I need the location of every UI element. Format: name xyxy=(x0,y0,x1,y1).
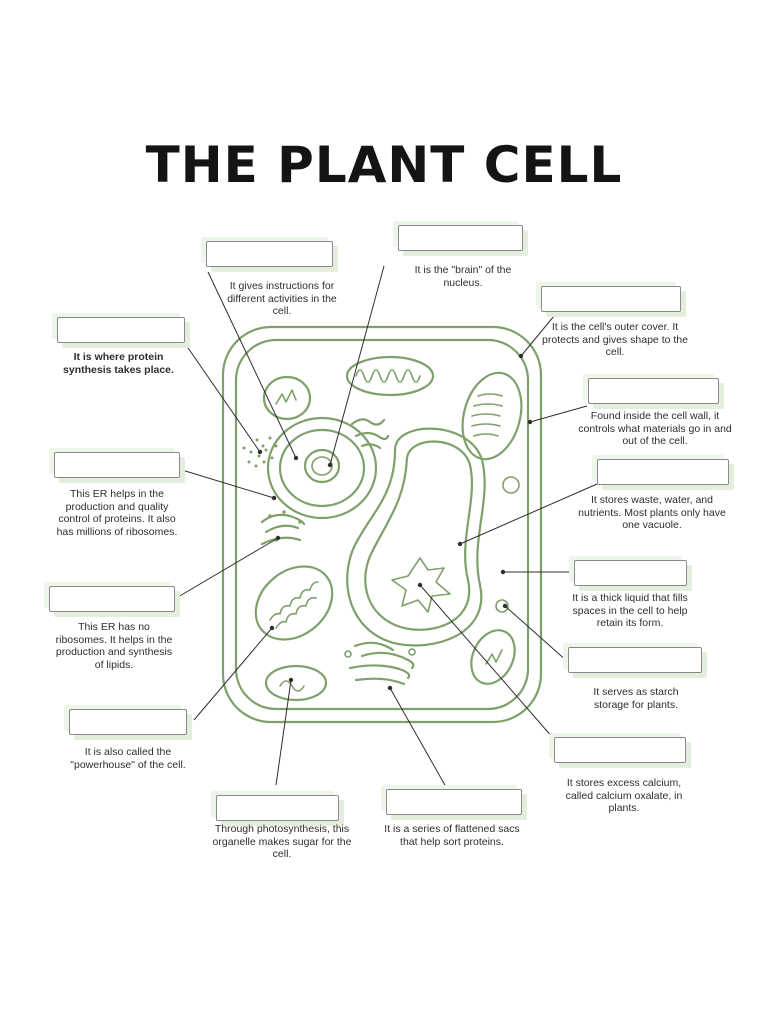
ribosome-dots xyxy=(242,436,278,468)
page-title: THE PLANT CELL xyxy=(145,136,623,194)
smooth-er-description: This ER has no ribosomes. It helps in th… xyxy=(55,621,173,671)
leader-lines xyxy=(177,265,598,788)
chloroplast-answer-box[interactable] xyxy=(216,795,339,821)
mitochondria-description: It is also called the "powerhouse" of th… xyxy=(70,746,186,771)
golgi-body-description: It is a series of flattened sacs that he… xyxy=(384,823,520,848)
vacuole-outer-shape xyxy=(346,427,486,647)
golgi-body-answer-box[interactable] xyxy=(386,789,522,815)
mitochondria-top-left-shape xyxy=(262,375,312,421)
nucleolus-description: It is the "brain" of the nucleus. xyxy=(414,264,512,289)
nucleolus-answer-box[interactable] xyxy=(398,225,523,251)
chloroplast-left-shape xyxy=(254,565,334,641)
nucleolus-inner-shape xyxy=(311,456,333,476)
vacuole-description: It stores waste, water, and nutrients. M… xyxy=(578,494,726,531)
nucleus-inner-shape xyxy=(278,428,366,508)
smooth-er-shape xyxy=(350,418,390,450)
mitochondria-answer-box[interactable] xyxy=(69,709,187,735)
cytoplasm-description: It is a thick liquid that fills spaces i… xyxy=(572,592,688,629)
nucleus-outer-shape xyxy=(266,416,378,520)
nucleus-description: It gives instructions for different acti… xyxy=(227,280,337,317)
druse-crystal-shape xyxy=(391,557,451,613)
rough-er-description: This ER helps in the production and qual… xyxy=(56,488,178,538)
cell-membrane-answer-box[interactable] xyxy=(588,378,719,404)
cell-wall-shape xyxy=(221,325,543,724)
ribosome-description: It is where protein synthesis takes plac… xyxy=(63,351,174,376)
cell-membrane-description: Found inside the cell wall, it controls … xyxy=(578,410,732,447)
vacuole-answer-box[interactable] xyxy=(597,459,729,485)
golgi-body-shape xyxy=(344,641,416,686)
druse-crystal-description: It stores excess calcium, called calcium… xyxy=(565,777,683,814)
nucleus-answer-box[interactable] xyxy=(206,241,333,267)
amyloplast-description: It serves as starch storage for plants. xyxy=(593,686,679,711)
vacuole-inner-shape xyxy=(364,440,474,631)
cell-membrane-shape xyxy=(234,338,530,711)
druse-crystal-answer-box[interactable] xyxy=(554,737,686,763)
ribosome-answer-box[interactable] xyxy=(57,317,185,343)
amyloplast-shape xyxy=(502,476,520,494)
chloroplast-right-shape xyxy=(461,371,523,461)
mitochondria-bottom-left-shape xyxy=(264,664,328,702)
rough-er-answer-box[interactable] xyxy=(54,452,180,478)
nucleolus-outer-shape xyxy=(303,448,341,484)
chloroplast-description: Through photosynthesis, this organelle m… xyxy=(212,823,352,860)
smooth-er-answer-box[interactable] xyxy=(49,586,175,612)
amyloplast-answer-box[interactable] xyxy=(568,647,702,673)
cell-wall-answer-box[interactable] xyxy=(541,286,681,312)
cell-wall-description: It is the cell's outer cover. It protect… xyxy=(542,321,688,358)
cytoplasm-answer-box[interactable] xyxy=(574,560,687,586)
rough-er-shape xyxy=(260,510,306,546)
chloroplast-top-shape xyxy=(345,355,435,397)
